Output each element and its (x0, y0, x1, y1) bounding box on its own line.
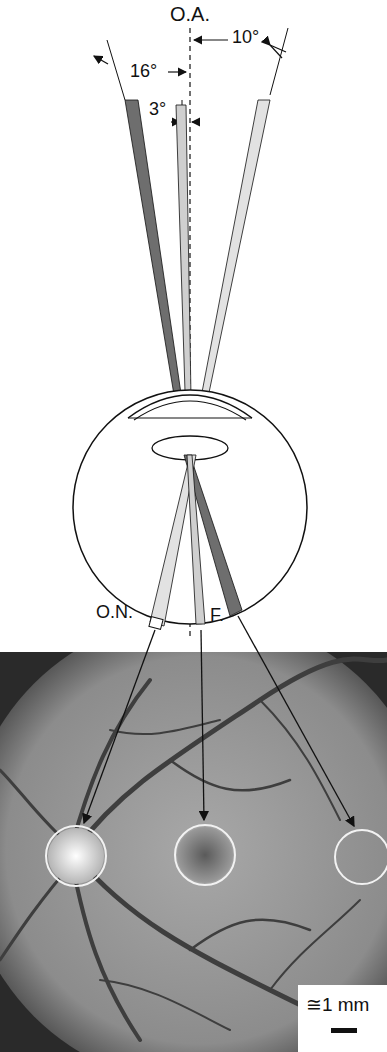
fovea-label: F. (210, 606, 224, 626)
scale-label: ≅1 mm (303, 994, 372, 1017)
angle-label: 3° (149, 100, 166, 120)
axis-label: O.A. (170, 3, 210, 25)
angle-label: 16° (130, 62, 157, 82)
angle-label: 10° (232, 28, 259, 48)
optic-nerve-label: O.N. (96, 603, 133, 623)
